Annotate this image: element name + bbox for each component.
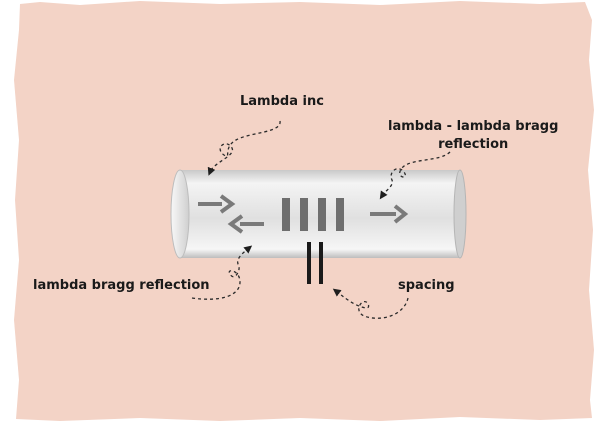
grating-line <box>300 198 308 231</box>
label-lambda-minus-bragg: lambda - lambda bragg reflection <box>388 118 558 154</box>
grating-line <box>336 198 344 231</box>
grating-line <box>282 198 290 231</box>
label-lambda-inc: Lambda inc <box>240 94 324 109</box>
label-spacing: spacing <box>398 278 455 293</box>
callout-lambda-minus-bragg <box>379 151 451 200</box>
fiber-left-end <box>170 169 190 259</box>
label-lambda-minus-bragg-line2: reflection <box>438 137 509 152</box>
callout-lambda-bragg <box>191 245 253 300</box>
spacing-marker <box>307 242 323 284</box>
bragg-grating <box>282 198 344 231</box>
fiber-right-end <box>453 169 467 259</box>
callout-spacing <box>332 288 409 319</box>
incident-arrow-left <box>198 194 236 214</box>
label-lambda-bragg-reflection: lambda bragg reflection <box>33 278 210 293</box>
grating-line <box>318 198 326 231</box>
callout-lambda-inc <box>207 120 281 176</box>
transmitted-arrow <box>370 204 409 224</box>
label-lambda-minus-bragg-line1: lambda - lambda bragg <box>388 119 559 134</box>
reflected-arrow <box>227 214 264 234</box>
